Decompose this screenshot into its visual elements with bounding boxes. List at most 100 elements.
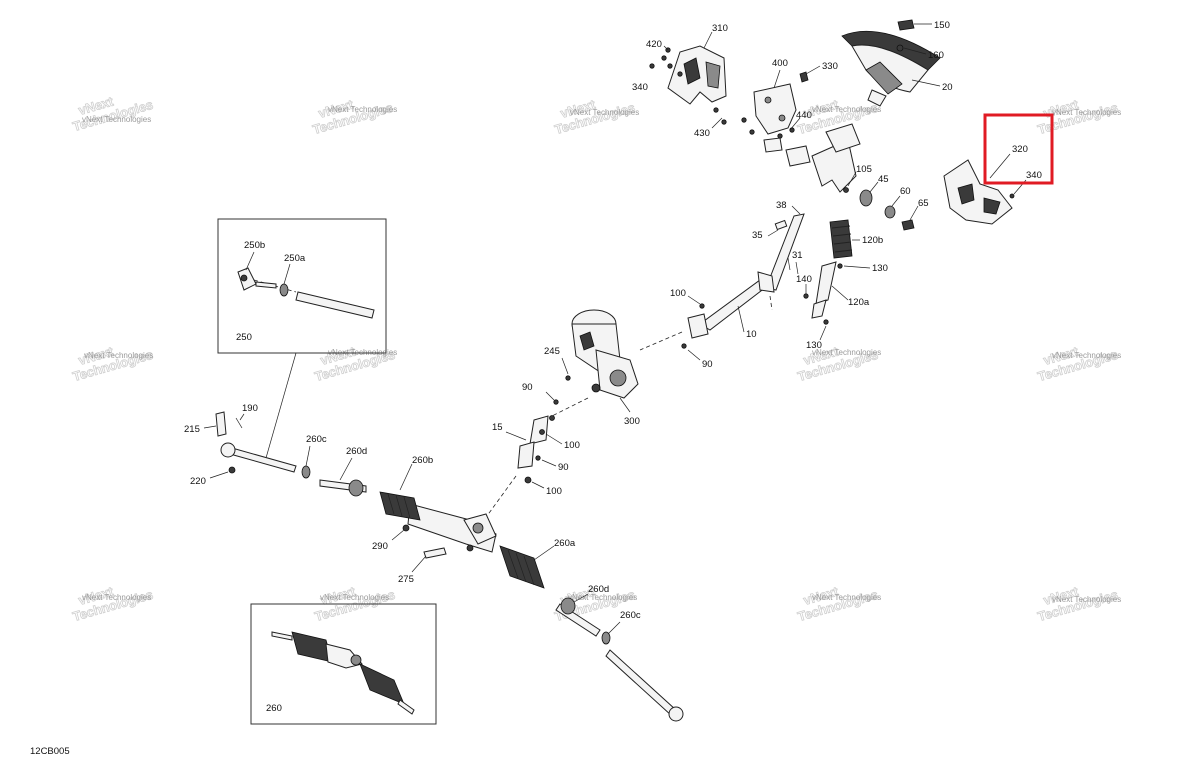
part-labels: 310 420 340 430 400 330 440 150 160 20 3…	[30, 20, 1042, 757]
part-275-bolt[interactable]	[411, 547, 447, 573]
label-320: 320	[1012, 144, 1028, 155]
label-130: 130	[872, 263, 888, 274]
label-340-cover: 340	[1026, 170, 1042, 181]
part-120a-damper[interactable]	[811, 261, 849, 319]
watermark-text: vNext Technologies	[1052, 595, 1121, 604]
part-400-mounting-plate[interactable]	[753, 69, 797, 135]
part-45-bushing[interactable]	[859, 181, 879, 207]
part-260c-nut-right[interactable]	[601, 621, 621, 645]
diagram-code: 12CB005	[30, 746, 70, 757]
watermark-text: vNext Technologies	[84, 351, 153, 360]
part-320-cover[interactable]	[943, 153, 1013, 225]
part-160-nut[interactable]	[896, 44, 927, 55]
label-430: 430	[694, 128, 710, 139]
label-35: 35	[752, 230, 763, 241]
part-330-nut[interactable]	[799, 65, 821, 83]
part-190-pin[interactable]	[235, 413, 245, 429]
part-90-bolt-shaft[interactable]	[681, 343, 701, 361]
watermark-text: vNext Technologies	[1052, 108, 1121, 117]
label-45: 45	[878, 174, 889, 185]
label-330: 330	[822, 61, 838, 72]
watermark-text: vNext Technologies	[570, 108, 639, 117]
part-tie-rod-left[interactable]	[220, 442, 297, 473]
part-290-bolt[interactable]	[391, 524, 410, 541]
part-90-bolt-unit[interactable]	[545, 391, 559, 405]
label-60: 60	[900, 186, 911, 197]
part-260a-boot[interactable]	[499, 545, 555, 589]
watermark-text: vNext Technologies	[1052, 351, 1121, 360]
part-38-shaft[interactable]	[765, 205, 805, 291]
part-430-bolts[interactable]	[711, 107, 727, 129]
inset-250a-nut[interactable]	[279, 263, 291, 297]
watermark-text: vNext Technologies	[568, 593, 637, 602]
label-100-nut: 100	[546, 486, 562, 497]
label-275: 275	[398, 574, 414, 585]
label-260c-right: 260c	[620, 610, 641, 621]
part-35-clip[interactable]	[767, 219, 788, 237]
part-260c-nut-left[interactable]	[301, 445, 311, 479]
part-215-bolt[interactable]	[203, 411, 227, 437]
inset-250-leader	[265, 352, 297, 459]
part-100-bolt-shaft[interactable]	[687, 295, 705, 309]
highlight-box	[983, 113, 1054, 185]
label-310: 310	[712, 23, 728, 34]
label-160: 160	[928, 50, 944, 61]
watermark-text: vNext Technologies	[320, 593, 389, 602]
label-90-unit: 90	[522, 382, 533, 393]
part-150-cap[interactable]	[897, 19, 932, 31]
part-140-nut[interactable]	[803, 284, 809, 299]
part-220-nut[interactable]	[209, 466, 236, 479]
part-105-bolt[interactable]	[843, 171, 857, 193]
part-20-steering-wheel[interactable]	[841, 30, 941, 107]
part-90-bolt-joint[interactable]	[535, 455, 557, 467]
part-260d-tie-rod-inner[interactable]	[319, 457, 367, 497]
inset-250-tie-end[interactable]	[237, 251, 277, 291]
part-100-bolt-unit[interactable]	[549, 415, 555, 421]
part-65-bolt[interactable]	[901, 205, 919, 231]
part-310-bracket[interactable]	[667, 31, 727, 105]
label-31: 31	[792, 250, 803, 261]
part-130-bolt-lower[interactable]	[819, 319, 829, 341]
part-100-nut-joint[interactable]	[524, 476, 545, 489]
part-31-boot[interactable]	[787, 257, 799, 275]
watermark-text: vNext Technologies	[82, 593, 151, 602]
label-260d-right: 260d	[588, 584, 609, 595]
label-260a: 260a	[554, 538, 576, 549]
label-15: 15	[492, 422, 503, 433]
watermark-text: vNext Technologies	[812, 105, 881, 114]
part-130-bolt-upper[interactable]	[837, 263, 871, 269]
inset-260-box	[250, 603, 437, 725]
watermark-text: vNext Technologies	[812, 348, 881, 357]
part-120b-boot[interactable]	[829, 219, 860, 259]
part-tie-rod-right[interactable]	[605, 649, 684, 722]
label-300: 300	[624, 416, 640, 427]
label-400: 400	[772, 58, 788, 69]
part-440-hardware[interactable]	[741, 117, 811, 167]
inset-260-rack-assembly[interactable]	[271, 631, 415, 715]
label-140: 140	[796, 274, 812, 285]
label-38: 38	[776, 200, 787, 211]
label-10: 10	[746, 329, 757, 340]
label-20: 20	[942, 82, 953, 93]
part-60-washer[interactable]	[884, 195, 901, 219]
label-120b: 120b	[862, 235, 883, 246]
inset-250-rod[interactable]	[295, 291, 375, 319]
label-290: 290	[372, 541, 388, 552]
part-rack-body[interactable]	[407, 503, 497, 553]
part-15-u-joint[interactable]	[505, 415, 549, 469]
part-260d-tie-rod-inner-right[interactable]	[555, 593, 601, 637]
label-100-joint: 100	[564, 440, 580, 451]
part-260b-boot[interactable]	[379, 463, 421, 521]
part-100-bolt-joint[interactable]	[539, 429, 563, 445]
part-420-bolts[interactable]	[649, 45, 683, 77]
label-250a: 250a	[284, 253, 306, 264]
label-220: 220	[190, 476, 206, 487]
label-250b: 250b	[244, 240, 265, 251]
label-250: 250	[236, 332, 252, 343]
part-10-intermediate-shaft[interactable]	[687, 271, 775, 339]
part-245-bolt[interactable]	[561, 357, 571, 381]
part-column-bracket[interactable]	[811, 123, 861, 193]
label-260: 260	[266, 703, 282, 714]
part-300-power-steering-unit[interactable]	[571, 309, 639, 413]
